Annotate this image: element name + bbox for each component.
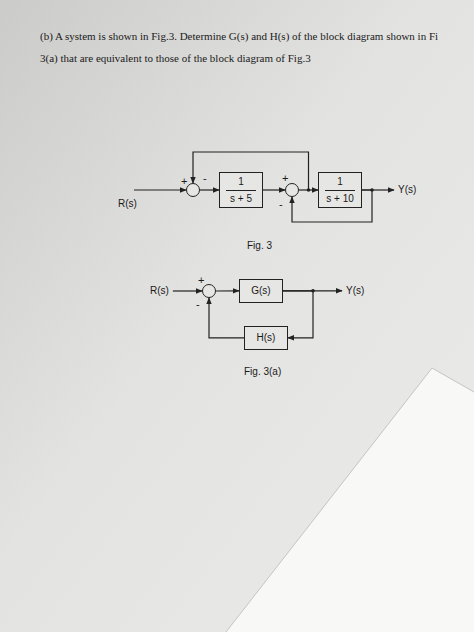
input-signal: R(s) (118, 198, 137, 210)
block-text: s + 10 (325, 193, 355, 205)
white-sheet (226, 368, 474, 632)
block-text: H(s) (253, 332, 279, 344)
output-signal: Y(s) (346, 285, 364, 297)
block-text: 1 (325, 176, 355, 188)
process-box: G(s) (239, 279, 283, 303)
signal-connector (263, 189, 285, 190)
figure-caption: Fig. 3(a) (244, 366, 281, 378)
sign-symbol: + (181, 176, 187, 187)
signal-connector (216, 290, 239, 291)
input-wire (134, 189, 186, 190)
fraction-bar (325, 190, 355, 191)
input-wire (173, 290, 202, 291)
summing-junction: +- (285, 183, 299, 197)
branch-point (307, 188, 311, 192)
sign-symbol: - (279, 199, 283, 210)
transfer-block: 1 s + 10 (318, 172, 362, 208)
summing-junction: +- (186, 183, 200, 197)
figure-caption: Fig. 3 (247, 240, 272, 252)
sign-symbol: - (203, 173, 207, 184)
sign-symbol: + (198, 275, 204, 286)
block-text: 1 (226, 176, 256, 188)
sign-symbol: + (282, 173, 288, 184)
input-signal: R(s) (150, 285, 169, 297)
summing-junction: +- (202, 284, 216, 298)
output-signal: Y(s) (398, 184, 416, 196)
block-text: s + 5 (226, 193, 256, 205)
question-text: (b) A system is shown in Fig.3. Determin… (40, 30, 438, 43)
process-box: H(s) (244, 326, 288, 350)
transfer-block: 1 s + 5 (219, 172, 263, 208)
question-text: 3(a) that are equivalent to those of the… (40, 52, 311, 65)
output-wire (362, 189, 394, 190)
sheet-edge (226, 368, 474, 632)
output-wire (283, 290, 342, 291)
signal-connector (200, 189, 219, 190)
signal-connector (209, 298, 244, 338)
fraction-bar (226, 190, 256, 191)
block-text: G(s) (248, 285, 274, 297)
sign-symbol: - (196, 299, 200, 310)
